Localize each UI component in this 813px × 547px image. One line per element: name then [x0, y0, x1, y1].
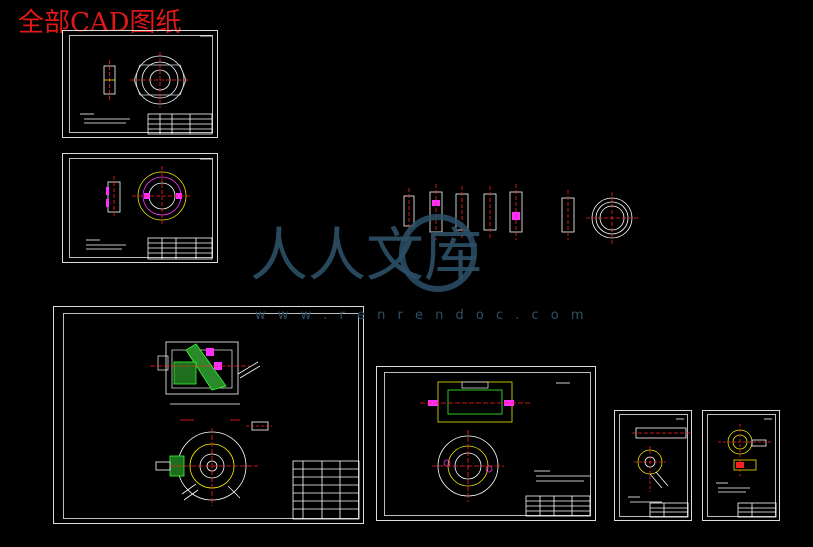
drawing-sheet-5[interactable]: [614, 410, 692, 521]
sheet-5-drawing: [628, 418, 690, 518]
sheet-3-drawing: [150, 341, 360, 520]
page-title: 全部CAD图纸: [18, 8, 182, 38]
sheet-4-drawing: [420, 381, 591, 517]
drawing-sheet-4[interactable]: [376, 366, 596, 521]
watermark-url: w w w . r e n r e n d o c . c o m: [255, 308, 588, 323]
drawing-sheet-2[interactable]: [62, 153, 218, 263]
drawing-sheet-1[interactable]: [62, 30, 218, 138]
drawing-sheet-6[interactable]: [702, 410, 780, 521]
loose-part-drawings: [403, 184, 638, 244]
drawing-sheet-3[interactable]: [53, 306, 364, 524]
sheet-1-drawing: [80, 35, 213, 135]
sheet-2-drawing: [86, 158, 213, 260]
sheet-6-drawing: [716, 418, 777, 518]
